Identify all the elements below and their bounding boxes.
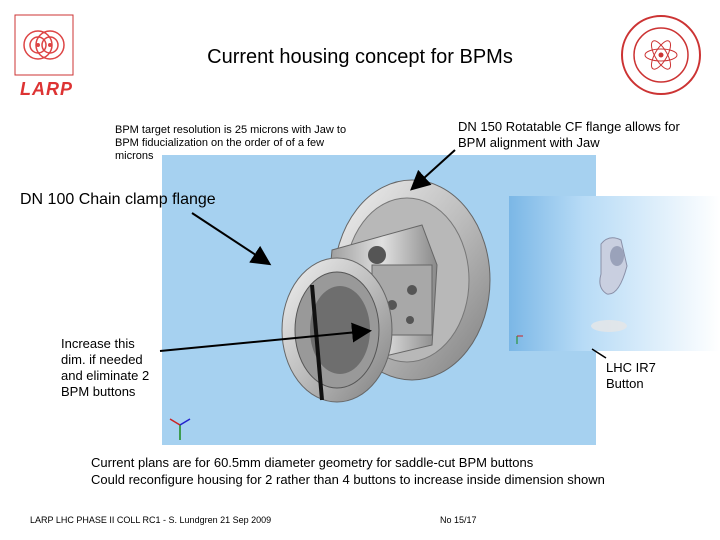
- larp-wordmark: LARP: [20, 79, 73, 99]
- larp-logo: LARP: [14, 14, 74, 99]
- slac-seal: [620, 14, 702, 96]
- footer-page-number: No 15/17: [440, 515, 477, 525]
- note-rotatable-flange: DN 150 Rotatable CF flange allows for BP…: [458, 119, 680, 150]
- page-title: Current housing concept for BPMs: [207, 46, 513, 68]
- plans-line-1: Current plans are for 60.5mm diameter ge…: [91, 455, 534, 470]
- label-lhc-button: LHC IR7 Button: [606, 360, 656, 391]
- plans-line-2: Could reconfigure housing for 2 rather t…: [91, 472, 605, 487]
- cad-render-button: [509, 196, 720, 351]
- slac-seal-icon: [621, 15, 701, 95]
- note-increase-dim: Increase this dim. if needed and elimina…: [61, 336, 156, 400]
- bpm-button-model-icon: [516, 237, 628, 344]
- label-chain-clamp-flange: DN 100 Chain clamp flange: [20, 191, 216, 208]
- note-resolution: BPM target resolution is 25 microns with…: [115, 124, 347, 162]
- larp-emblem-icon: [14, 14, 74, 76]
- footer-left: LARP LHC PHASE II COLL RC1 - S. Lundgren…: [30, 515, 272, 525]
